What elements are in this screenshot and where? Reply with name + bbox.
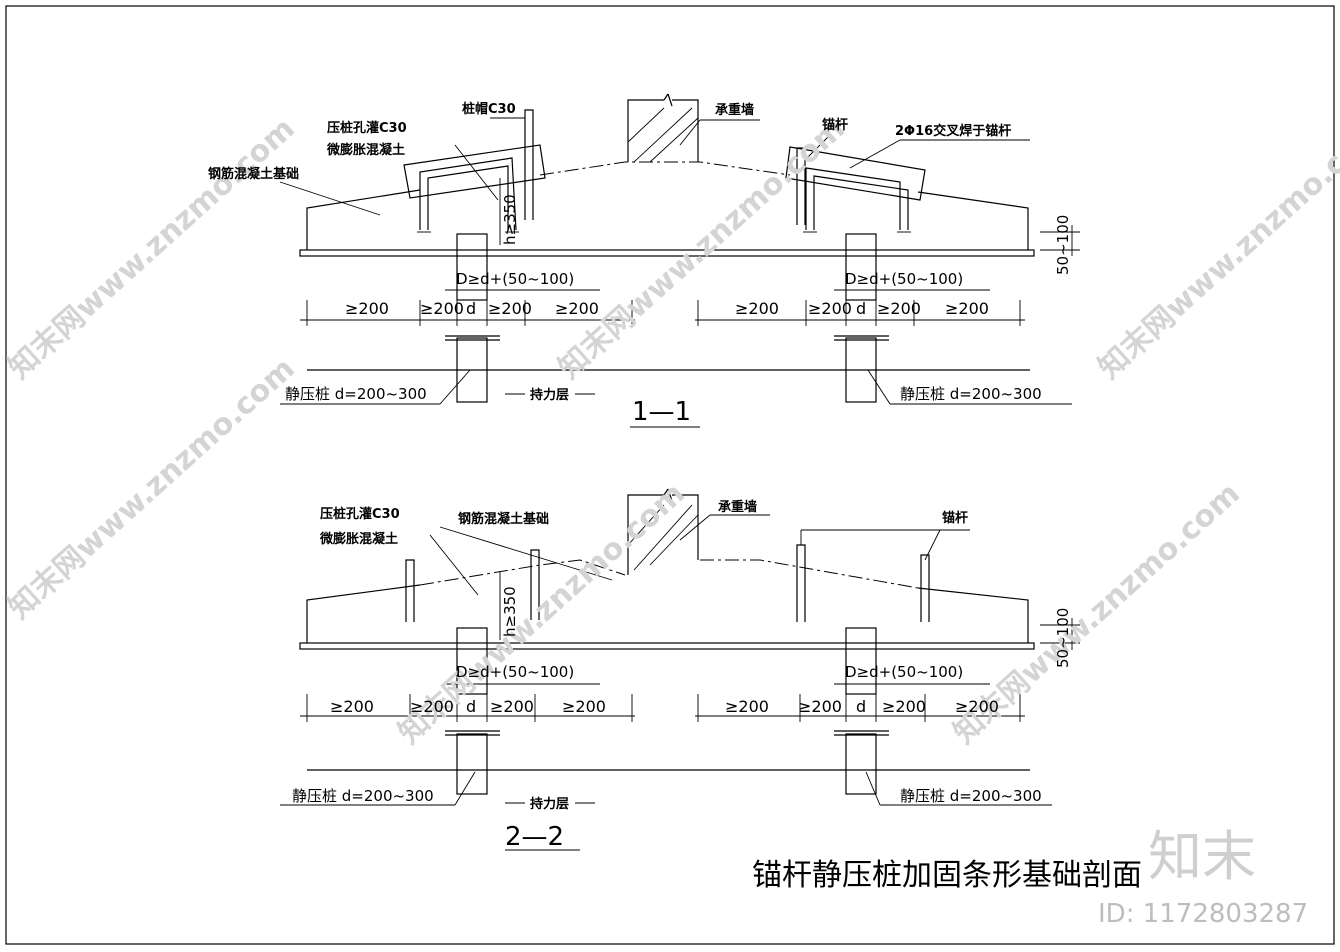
label-foundation-1: 钢筋混凝土基础 bbox=[208, 166, 299, 182]
label-anchor-2: 锚杆 bbox=[942, 510, 968, 526]
label-pile-cap: 桩帽C30 bbox=[462, 101, 516, 117]
drawing-border bbox=[5, 5, 1335, 945]
section-1-1 bbox=[279, 93, 1080, 428]
dim-2-c: ≥200 bbox=[490, 697, 534, 716]
label-dd-left-1: D≥d+(50~100) bbox=[456, 270, 574, 288]
section-label-2: 2—2 bbox=[505, 822, 564, 852]
dim-1-e: ≥200 bbox=[555, 299, 599, 318]
label-range-2: 50~100 bbox=[1054, 608, 1072, 668]
watermark-text-3: 知末网www.znzmo.com bbox=[1092, 111, 1340, 386]
section-1-labels: 桩帽C30 承重墙 压桩孔灌C30 微膨胀混凝土 钢筋混凝土基础 锚杆 2Φ16… bbox=[208, 101, 1072, 427]
section-2-2 bbox=[280, 488, 1080, 851]
label-anchor-1: 锚杆 bbox=[822, 117, 848, 133]
dim-1-b: ≥200 bbox=[420, 299, 464, 318]
label-h350-1: h≥350 bbox=[501, 194, 519, 245]
dim-2-a: ≥200 bbox=[330, 697, 374, 716]
label-bearing-layer-2: 持力层 bbox=[530, 796, 569, 812]
dim-1-i: ≥200 bbox=[945, 299, 989, 318]
label-pile-right-2: 静压桩 d=200~300 bbox=[900, 787, 1042, 805]
brand-logo: 知末 bbox=[1148, 825, 1256, 888]
label-weld: 2Φ16交叉焊于锚杆 bbox=[895, 123, 1011, 139]
dim-2-d-left: d bbox=[466, 697, 476, 716]
label-grout-2: 压桩孔灌C30 bbox=[320, 506, 400, 522]
watermark-text-2: 知末网www.znzmo.com bbox=[552, 111, 852, 386]
label-bearing-wall-1: 承重墙 bbox=[715, 102, 754, 118]
section-2-labels: 承重墙 压桩孔灌C30 微膨胀混凝土 钢筋混凝土基础 锚杆 h≥350 50~1… bbox=[292, 499, 1072, 852]
image-id: ID: 1172803287 bbox=[1098, 899, 1308, 929]
label-range-1: 50~100 bbox=[1054, 215, 1072, 275]
label-micro-2: 微膨胀混凝土 bbox=[319, 531, 398, 547]
label-h350-2: h≥350 bbox=[501, 586, 519, 637]
dim-2-h: ≥200 bbox=[882, 697, 926, 716]
label-pile-left-1: 静压桩 d=200~300 bbox=[285, 385, 427, 403]
dim-1-f: ≥200 bbox=[735, 299, 779, 318]
dim-2-e: ≥200 bbox=[562, 697, 606, 716]
dim-2-i: ≥200 bbox=[955, 697, 999, 716]
watermark-text-1: 知末网www.znzmo.com bbox=[2, 111, 302, 386]
dim-2-b: ≥200 bbox=[410, 697, 454, 716]
label-pile-left-2: 静压桩 d=200~300 bbox=[292, 787, 434, 805]
label-foundation-2: 钢筋混凝土基础 bbox=[458, 511, 549, 527]
dim-1-d-right: d bbox=[856, 299, 866, 318]
dim-1-h: ≥200 bbox=[877, 299, 921, 318]
dim-1-g: ≥200 bbox=[808, 299, 852, 318]
dim-1-d-left: d bbox=[466, 299, 476, 318]
dim-2-f: ≥200 bbox=[725, 697, 769, 716]
label-dd-right-2: D≥d+(50~100) bbox=[845, 663, 963, 681]
watermark-layer: 知末网www.znzmo.com 知末网www.znzmo.com 知末网www… bbox=[2, 111, 1340, 751]
label-dd-left-2: D≥d+(50~100) bbox=[456, 663, 574, 681]
label-pile-right-1: 静压桩 d=200~300 bbox=[900, 385, 1042, 403]
label-micro-1: 微膨胀混凝土 bbox=[326, 142, 405, 158]
dim-2-g: ≥200 bbox=[798, 697, 842, 716]
dim-1-a: ≥200 bbox=[345, 299, 389, 318]
label-grout-1: 压桩孔灌C30 bbox=[327, 120, 407, 136]
section-label-1: 1—1 bbox=[632, 397, 691, 427]
dim-1-c: ≥200 bbox=[488, 299, 532, 318]
label-bearing-layer-1: 持力层 bbox=[530, 387, 569, 403]
label-dd-right-1: D≥d+(50~100) bbox=[845, 270, 963, 288]
dim-2-d-right: d bbox=[856, 697, 866, 716]
drawing-title: 锚杆静压桩加固条形基础剖面 bbox=[752, 858, 1142, 893]
watermark-text-4: 知末网www.znzmo.com bbox=[2, 351, 302, 626]
label-bearing-wall-2: 承重墙 bbox=[718, 499, 757, 515]
